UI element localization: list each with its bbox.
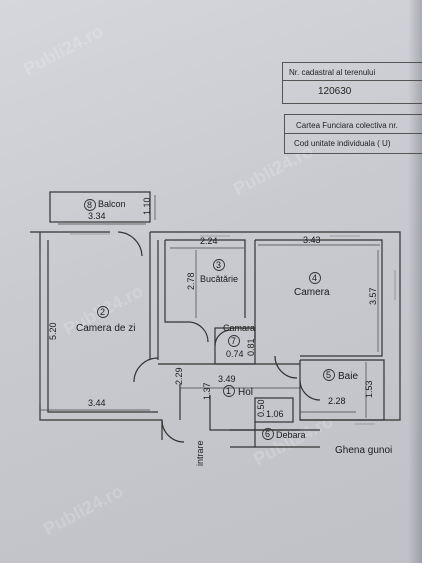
bath-walls — [299, 359, 385, 421]
hol-name: Hol — [238, 387, 253, 398]
cadastral-nr-label: Nr. cadastral al terenului — [289, 68, 376, 77]
debara-number: 6 — [265, 429, 270, 439]
hol-height: 1.37 — [202, 382, 212, 400]
ghena-label: Ghena gunoi — [335, 445, 392, 456]
pantry-door-arc — [214, 329, 232, 347]
camera-number: 4 — [312, 273, 317, 283]
bath-door-arc — [299, 379, 321, 401]
hol-number: 1 — [226, 386, 231, 396]
hol-width: 3.49 — [218, 374, 236, 384]
baie-number: 5 — [326, 370, 331, 380]
camara-height: 0.81 — [246, 338, 256, 356]
debara-walls — [230, 422, 320, 448]
camera-zi-height: 5.20 — [48, 322, 58, 340]
room-number-circle — [323, 369, 335, 381]
bucatarie-number: 3 — [216, 260, 221, 270]
balcon-depth: 1.10 — [142, 197, 152, 215]
balcon-name: Balcon — [98, 199, 126, 209]
bucatarie-height: 2.78 — [186, 272, 196, 290]
kitchen-walls — [164, 239, 246, 323]
camara-number: 7 — [231, 336, 236, 346]
camera-zi-number: 2 — [100, 307, 105, 317]
page-edge-shadow — [408, 0, 422, 563]
room-number-circle — [84, 199, 96, 211]
living-inner-wall — [47, 240, 158, 413]
camera-zi-name: Camera de zi — [76, 323, 135, 334]
living-right-wall — [149, 232, 159, 360]
balcon-number: 8 — [87, 200, 92, 210]
camara-name: Camara — [223, 323, 255, 333]
carte-funciara-box — [284, 114, 422, 154]
entrance-door-arc — [161, 419, 185, 443]
room-number-circle — [228, 335, 240, 347]
bucatarie-width: 2.24 — [200, 236, 218, 246]
carte-funciara-divider — [284, 133, 422, 134]
balcony-door-arc — [117, 231, 143, 257]
bedroom-walls — [254, 239, 383, 357]
baie-name: Baie — [338, 371, 358, 382]
room-number-circle — [223, 385, 235, 397]
baie-height: 1.53 — [364, 380, 374, 398]
closet-outline — [254, 397, 294, 423]
camera-height: 3.57 — [368, 287, 378, 305]
room-number-circle — [262, 428, 274, 440]
baie-width: 2.28 — [328, 396, 346, 406]
cadastral-nr-divider — [282, 80, 422, 81]
debara-width: 1.06 — [266, 409, 284, 419]
kitchen-door-arc — [189, 321, 209, 343]
bucatarie-name: Bucătărie — [200, 274, 238, 284]
camara-width: 0.74 — [226, 349, 244, 359]
cadastral-nr-box — [282, 62, 422, 104]
balcony-outline — [49, 191, 151, 223]
camera-width: 3.43 — [303, 235, 321, 245]
debara-name: Debara — [276, 430, 306, 440]
bedroom-door-arc — [274, 355, 298, 379]
camera-zi-width: 3.44 — [88, 398, 106, 408]
carte-funciara-label: Cartea Funciara colectiva nr. — [296, 121, 398, 130]
room-number-circle — [97, 306, 109, 318]
living-door-arc — [133, 357, 159, 383]
camera-name: Camera — [294, 287, 330, 298]
cadastral-nr-value: 120630 — [318, 86, 352, 97]
room-number-circle — [213, 259, 225, 271]
intrare-label: intrare — [195, 440, 205, 466]
hol-extra: 2.29 — [174, 367, 184, 385]
balcon-width: 3.34 — [88, 211, 106, 221]
cod-unitate-label: Cod unitate individuala ( U) — [294, 139, 391, 148]
room-number-circle — [309, 272, 321, 284]
debara-height: 0.50 — [256, 399, 266, 417]
